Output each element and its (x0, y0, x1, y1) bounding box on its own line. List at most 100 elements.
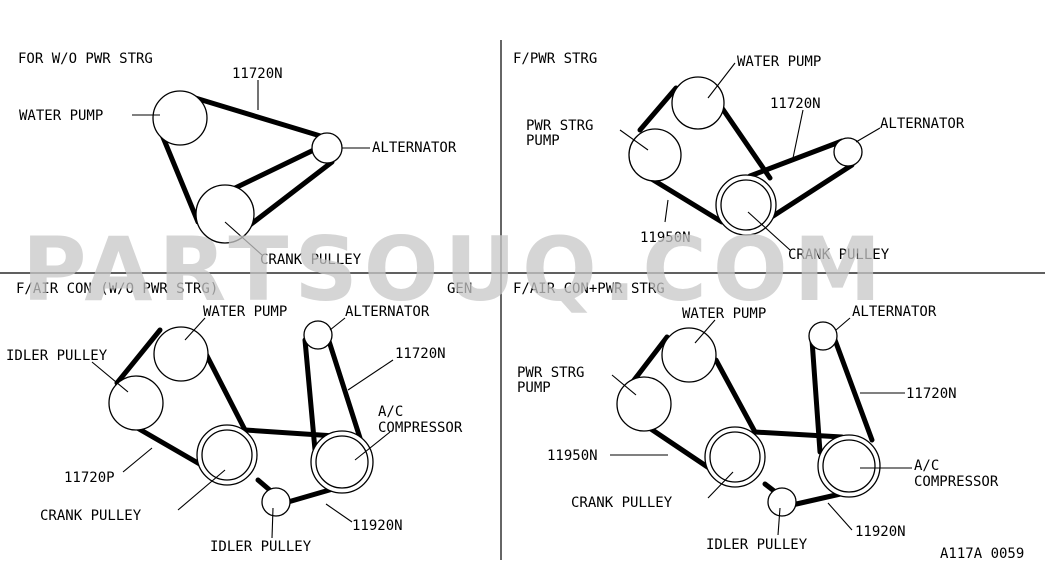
alternator-pulley (833, 137, 863, 167)
belt-segment (189, 94, 330, 141)
power-steering-pump-label: PUMP (526, 133, 560, 149)
leader-line (354, 431, 391, 461)
panel-title: F/PWR STRG (513, 51, 597, 67)
leader-line (792, 109, 804, 159)
leader-line (619, 129, 649, 151)
watermark-text: PARTSOUQ.COM (22, 218, 887, 321)
water-pump-label: WATER PUMP (203, 304, 287, 320)
ac-compressor-label: COMPRESSOR (914, 474, 999, 490)
belt-segment (809, 337, 823, 455)
alternator-label: ALTERNATOR (880, 116, 965, 132)
leader-line (747, 211, 791, 251)
panel-bottom-left: F/AIR CON (W/O PWR STRG) GEN WATER PUMP … (6, 281, 472, 555)
belt-segment (747, 138, 845, 179)
water-pump-pulley (152, 90, 208, 146)
belt-part-label: 11720N (906, 386, 957, 402)
power-steering-pump-pulley (628, 128, 682, 182)
water-pump-label: WATER PUMP (19, 108, 103, 124)
leader-line (664, 199, 669, 223)
leader-line (694, 319, 716, 344)
belt-part-label: 11920N (352, 518, 403, 534)
leader-line (325, 503, 353, 523)
belt-part-label: 11720N (232, 66, 283, 82)
belt-part-label: 11950N (640, 230, 691, 246)
crank-pulley (195, 184, 255, 244)
belt-part-label: 11720P (64, 470, 115, 486)
belt-segment (719, 105, 773, 181)
idler-pulley-label: IDLER PULLEY (210, 539, 312, 555)
belt-part-label: 11720N (395, 346, 446, 362)
crank-pulley-label: CRANK PULLEY (571, 495, 673, 511)
ac-compressor-label: COMPRESSOR (378, 420, 463, 436)
panel-title: F/AIR CON+PWR STRG (513, 281, 665, 297)
leader-line (707, 62, 736, 99)
belt-segment (713, 357, 758, 435)
belt-segment (302, 337, 318, 453)
leader-line (91, 361, 129, 393)
idler-pulley-lower (261, 487, 291, 517)
alternator-pulley (808, 321, 838, 351)
crank-pulley-inner (201, 429, 253, 481)
gen-label: GEN (447, 281, 472, 297)
water-pump-pulley (671, 76, 725, 130)
crank-pulley-inner (709, 431, 761, 483)
alternator-label: ALTERNATOR (372, 140, 457, 156)
belt-part-label: 11720N (770, 96, 821, 112)
panel-top-right: F/PWR STRG WATER PUMP 11720N ALTERNATOR … (513, 51, 965, 263)
water-pump-label: WATER PUMP (682, 306, 766, 322)
power-steering-pump-label: PWR STRG (526, 118, 593, 134)
water-pump-pulley (661, 327, 717, 383)
leader-line (224, 221, 263, 256)
belt-part-label: 11920N (855, 524, 906, 540)
water-pump-label: WATER PUMP (737, 54, 821, 70)
panel-title: F/AIR CON (W/O PWR STRG) (16, 281, 218, 297)
power-steering-pump-pulley (616, 376, 672, 432)
ac-compressor-pulley-inner (822, 439, 876, 493)
leader-line (122, 447, 153, 473)
crank-pulley-inner (720, 179, 772, 231)
leader-line (184, 317, 206, 341)
idler-pulley-label: IDLER PULLEY (706, 537, 808, 553)
alternator-label: ALTERNATOR (852, 304, 937, 320)
idler-pulley-upper (108, 375, 164, 431)
belt-segment (647, 175, 725, 225)
power-steering-pump-label: PUMP (517, 380, 551, 396)
leader-line (347, 359, 394, 391)
belt-segment (157, 127, 201, 225)
belt-segment (637, 85, 679, 133)
belt-segment (767, 162, 855, 221)
crank-pulley-label: CRANK PULLEY (788, 247, 890, 263)
belt-segment (832, 337, 875, 443)
idler-pulley (767, 487, 797, 517)
crank-pulley-label: CRANK PULLEY (260, 252, 362, 268)
leader-line (611, 374, 637, 396)
alternator-pulley (303, 320, 333, 350)
panel-top-left: FOR W/O PWR STRG 11720N WATER PUMP ALTER… (18, 51, 457, 268)
belt-segment (202, 349, 248, 433)
belt-segment (752, 429, 845, 440)
belt-segment (114, 327, 163, 386)
belt-segment (247, 159, 335, 228)
belt-segment (242, 427, 338, 439)
crank-pulley-label: CRANK PULLEY (40, 508, 142, 524)
leader-line (707, 471, 734, 499)
leader-line (777, 507, 781, 536)
ac-compressor-label: A/C (378, 404, 403, 420)
belt-segment (325, 335, 363, 441)
leader-line (855, 127, 881, 143)
figure-code: A117A 0059 (940, 546, 1024, 562)
ac-compressor-pulley-inner (315, 435, 369, 489)
belt-segment (642, 422, 715, 473)
panel-bottom-right: F/AIR CON+PWR STRG WATER PUMP ALTERNATOR… (513, 281, 999, 553)
alternator-label: ALTERNATOR (345, 304, 430, 320)
idler-pulley-label: IDLER PULLEY (6, 348, 108, 364)
belt-part-label: 11950N (547, 448, 598, 464)
ac-compressor-label: A/C (914, 458, 939, 474)
leader-line (329, 317, 346, 331)
alternator-pulley (311, 132, 343, 164)
leader-line (835, 317, 851, 331)
leader-line (827, 502, 853, 531)
panel-title: FOR W/O PWR STRG (18, 51, 153, 67)
